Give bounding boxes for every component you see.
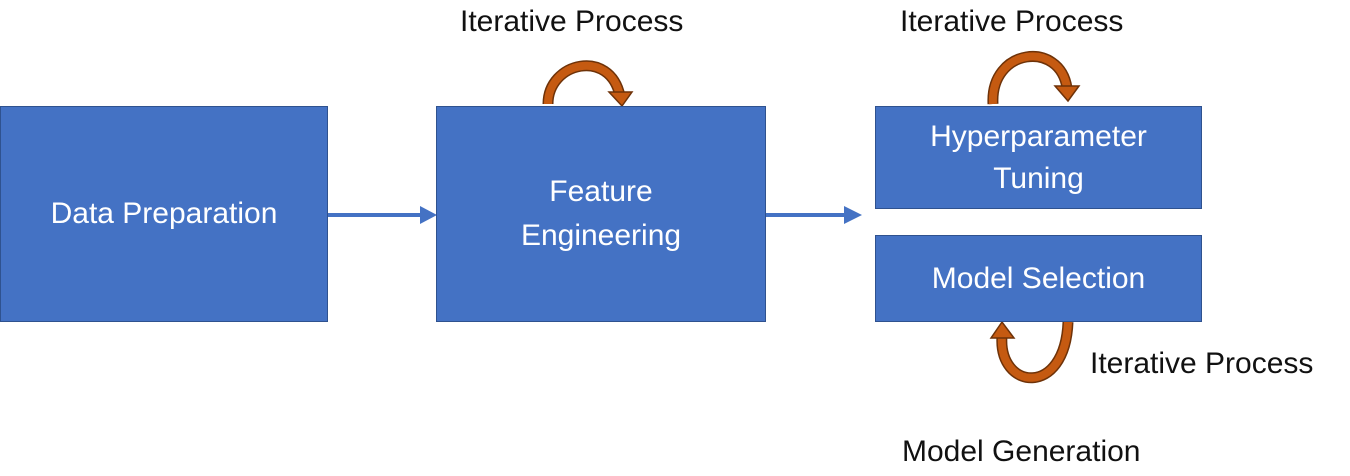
data-preparation-label: Data Preparation bbox=[50, 197, 278, 230]
loop-arrow-model-selection bbox=[989, 320, 1074, 384]
loop-arrow-feature-engineering bbox=[542, 60, 634, 108]
feature-engineering-label-line2: Engineering bbox=[520, 219, 682, 252]
loop-arrow-hyperparameter-tuning bbox=[987, 51, 1081, 105]
data-preparation-box: Data Preparation bbox=[0, 106, 328, 322]
hyperparameter-tuning-label-line2: Tuning bbox=[993, 161, 1084, 195]
iterative-process-label-feature: Iterative Process bbox=[460, 5, 684, 38]
feature-engineering-box: Feature Engineering bbox=[436, 106, 766, 322]
iterative-process-label-hyperparameter: Iterative Process bbox=[900, 5, 1124, 38]
hyperparameter-tuning-box: Hyperparameter Tuning bbox=[875, 106, 1202, 209]
arrow-dataprep-to-feature bbox=[328, 206, 437, 224]
model-selection-label: Model Selection bbox=[931, 261, 1146, 295]
feature-engineering-label-line1: Feature bbox=[549, 175, 653, 208]
hyperparameter-tuning-label-line1: Hyperparameter bbox=[930, 119, 1147, 153]
model-generation-label: Model Generation bbox=[902, 435, 1141, 468]
iterative-process-label-model-selection: Iterative Process bbox=[1090, 347, 1314, 380]
model-selection-box: Model Selection bbox=[875, 235, 1202, 322]
arrow-feature-to-model-generation bbox=[766, 206, 862, 224]
